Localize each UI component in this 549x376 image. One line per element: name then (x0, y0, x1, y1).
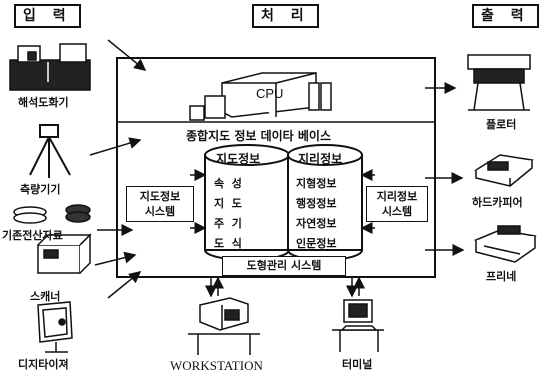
geo-info-item: 지형정보 (296, 174, 362, 194)
label-scanner: 스캐너 (30, 288, 60, 304)
label-terminal: 터미널 (342, 356, 372, 372)
label-survey-instrument: 측량기기 (20, 181, 60, 197)
label-digitizer: 디지타이져 (18, 356, 69, 372)
geo-info-items: 지형정보 행정정보 자연정보 인문정보 (296, 174, 362, 254)
map-info-items: 속 성 지 도 주 기 도 식 (214, 174, 284, 254)
digitizer-drawing (38, 302, 72, 352)
printer-drawing (476, 226, 535, 262)
map-info-item: 도 식 (214, 234, 284, 254)
workstation-drawing (188, 298, 260, 355)
map-system-line: 시스템 (129, 204, 191, 219)
terminal-drawing (332, 300, 384, 352)
map-system-line: 지도정보 (129, 189, 191, 204)
db-title: 종합지도 정보 데이타 베이스 (186, 127, 331, 144)
hardcopier-drawing (476, 155, 532, 186)
map-info-item: 지 도 (214, 194, 284, 214)
label-analytical-plotter: 해석도화기 (18, 94, 69, 110)
geo-system-line: 시스템 (369, 204, 425, 219)
geo-system-line: 지리정보 (369, 189, 425, 204)
header-process: 처 리 (252, 4, 319, 28)
label-existing-data: 기존전산자료 (2, 227, 63, 243)
geo-info-item: 자연정보 (296, 214, 362, 234)
geo-info-item: 인문정보 (296, 234, 362, 254)
geo-info-system-box: 지리정보 시스템 (366, 186, 428, 222)
map-info-system-box: 지도정보 시스템 (126, 186, 194, 222)
map-info-title: 지도정보 (216, 150, 260, 167)
tape-reels-drawing (14, 205, 90, 223)
label-printer: 프리네 (486, 268, 516, 284)
geo-info-item: 행정정보 (296, 194, 362, 214)
bottom-arrows (211, 278, 359, 296)
cpu-label: CPU (256, 86, 283, 101)
analytical-plotter-drawing (10, 44, 90, 90)
header-output: 출 력 (472, 4, 539, 28)
shape-management-system-box: 도형관리 시스템 (222, 256, 346, 276)
label-plotter: 플로터 (486, 116, 516, 132)
header-input: 입 력 (14, 4, 81, 28)
geo-info-title: 지리정보 (298, 150, 342, 167)
map-info-item: 속 성 (214, 174, 284, 194)
map-info-item: 주 기 (214, 214, 284, 234)
label-workstation: WORKSTATION (170, 358, 263, 374)
plotter-drawing (468, 55, 530, 110)
surveying-tripod-drawing (30, 125, 70, 178)
output-arrows (425, 88, 463, 250)
label-hardcopier: 하드카피어 (472, 194, 523, 210)
